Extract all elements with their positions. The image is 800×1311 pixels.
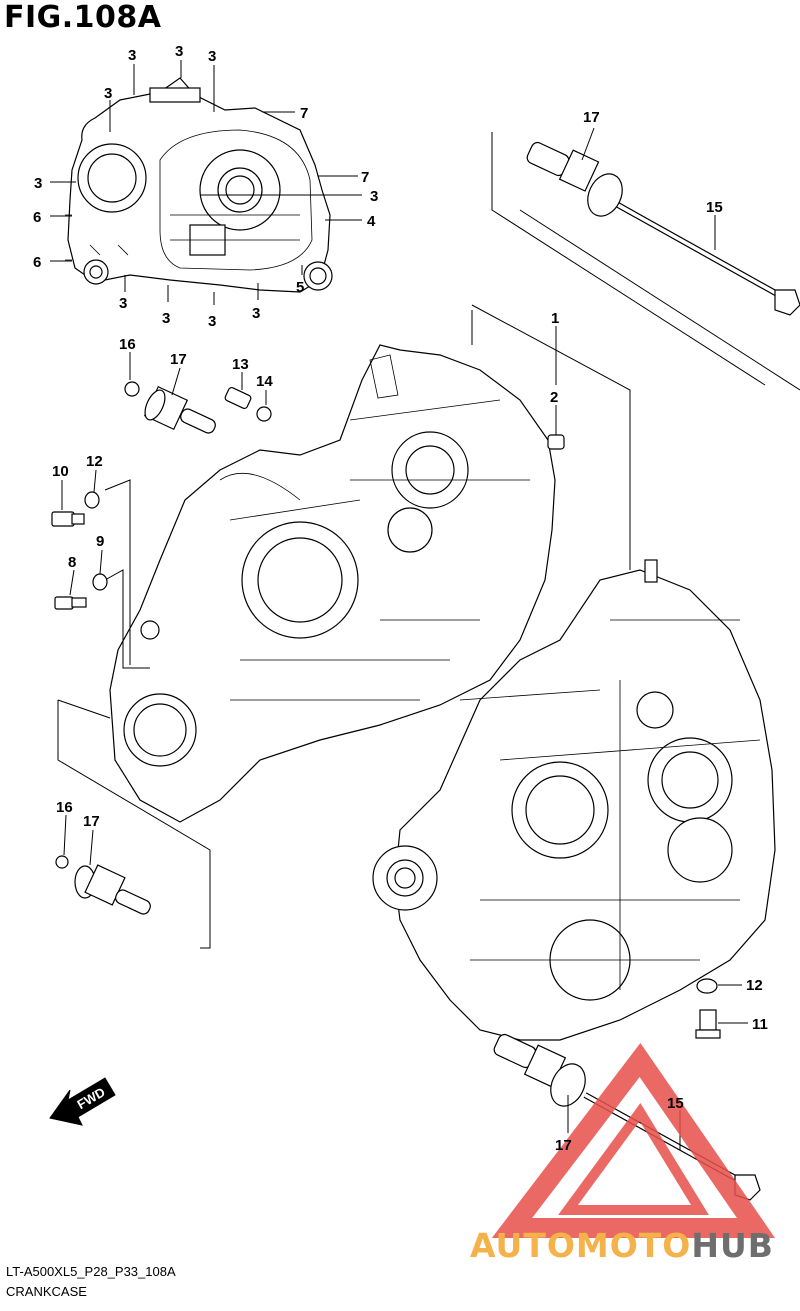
- watermark-text-b: HUB: [691, 1226, 774, 1265]
- callout-15-bottom: 15: [667, 1095, 684, 1112]
- callout-12-left: 12: [86, 453, 103, 470]
- guide-lines: [57, 132, 800, 949]
- callout-labels: 3 3 3 3 3 7 3 7 3 4 6 6 3 3 3 3 5 17 15 …: [33, 43, 768, 1154]
- callout-13: 13: [232, 356, 249, 373]
- callout-1: 1: [551, 310, 559, 327]
- watermark-text-a: AUTOMOTO: [470, 1226, 692, 1265]
- callout-14: 14: [256, 373, 273, 390]
- fwd-arrow: FWD: [49, 1077, 116, 1126]
- callout-7-a: 7: [300, 105, 308, 122]
- callout-3-f: 3: [370, 188, 378, 205]
- callout-10: 10: [52, 463, 69, 480]
- callout-17-bottom-right: 17: [555, 1137, 572, 1154]
- callout-3-k: 3: [252, 305, 260, 322]
- callout-2: 2: [550, 389, 558, 406]
- callout-8: 8: [68, 554, 76, 571]
- callout-3-e: 3: [34, 175, 42, 192]
- watermark-logo: [491, 1042, 776, 1238]
- callout-4: 4: [367, 213, 376, 230]
- callout-17-bottom: 17: [83, 813, 100, 830]
- callout-11: 11: [752, 1016, 768, 1033]
- callout-15-top: 15: [706, 199, 723, 216]
- crankcase-right-half: [372, 559, 776, 1041]
- callout-3-c: 3: [208, 48, 216, 65]
- crankcase-inner-view: [65, 77, 333, 293]
- callout-16-left: 16: [119, 336, 136, 353]
- callout-6-a: 6: [33, 209, 41, 226]
- callout-6-b: 6: [33, 254, 41, 271]
- figure-code: LT-A500XL5_P28_P33_108A: [6, 1264, 176, 1279]
- inset-leader-lines: [50, 60, 362, 305]
- small-parts: [51, 141, 800, 1201]
- main-leader-lines: [61, 127, 748, 1150]
- callout-3-h: 3: [119, 295, 127, 312]
- callout-3-j: 3: [208, 313, 216, 330]
- callout-17-top: 17: [583, 109, 600, 126]
- callout-3-a: 3: [128, 47, 136, 64]
- watermark-text: AUTOMOTOHUB: [470, 1226, 774, 1265]
- callout-17-left: 17: [170, 351, 187, 368]
- section-name: CRANKCASE: [6, 1284, 87, 1299]
- callout-3-b: 3: [175, 43, 183, 60]
- callout-16-bottom: 16: [56, 799, 73, 816]
- callout-3-i: 3: [162, 310, 170, 327]
- callout-3-d: 3: [104, 85, 112, 102]
- crankcase-left-half: [109, 344, 556, 823]
- callout-9: 9: [96, 533, 104, 550]
- callout-12-right: 12: [746, 977, 763, 994]
- callout-5: 5: [296, 279, 304, 296]
- callout-7-b: 7: [361, 169, 369, 186]
- figure-title: FIG.108A: [4, 0, 162, 35]
